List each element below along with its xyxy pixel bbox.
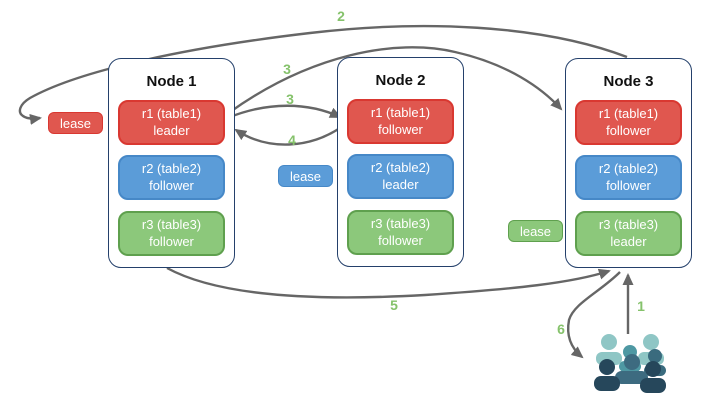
- node-1-replica-r1: r1 (table1) leader: [118, 100, 225, 145]
- arrow-step-5: [166, 266, 611, 299]
- step-label-5: 5: [390, 297, 398, 313]
- users-group-icon: [594, 334, 666, 393]
- replica-label: r3 (table3): [370, 216, 431, 232]
- replica-role: leader: [153, 122, 190, 138]
- replica-role: leader: [610, 233, 647, 249]
- node-2-replica-r3: r3 (table3) follower: [347, 210, 454, 255]
- replica-label: r1 (table1): [141, 106, 202, 122]
- step-label-2: 2: [337, 8, 345, 24]
- replica-label: r2 (table2): [370, 160, 431, 176]
- replica-label: r1 (table1): [598, 106, 659, 122]
- step-label-1: 1: [637, 298, 645, 314]
- step-label-3b: 3: [286, 91, 294, 107]
- node-2-title: Node 2: [375, 72, 426, 89]
- replica-label: r2 (table2): [141, 161, 202, 177]
- node-3: Node 3 r1 (table1) follower r2 (table2) …: [565, 58, 692, 268]
- node-2-replica-r2: r2 (table2) leader: [347, 154, 454, 199]
- replica-role: follower: [378, 121, 423, 137]
- node-1-replica-r2: r2 (table2) follower: [118, 155, 225, 200]
- replica-label: r3 (table3): [141, 217, 202, 233]
- replica-label: r2 (table2): [598, 161, 659, 177]
- lease-badge-table2: lease: [278, 165, 333, 187]
- replica-role: follower: [149, 233, 194, 249]
- replica-label: r3 (table3): [598, 217, 659, 233]
- node-3-replica-r2: r2 (table2) follower: [575, 155, 682, 200]
- node-1: Node 1 r1 (table1) leader r2 (table2) fo…: [108, 58, 235, 268]
- replica-label: r1 (table1): [370, 105, 431, 121]
- step-label-6: 6: [557, 321, 565, 337]
- replica-role: follower: [606, 177, 651, 193]
- replica-role: follower: [149, 177, 194, 193]
- node-1-title: Node 1: [146, 73, 197, 90]
- node-3-replica-r1: r1 (table1) follower: [575, 100, 682, 145]
- arrow-step-6: [567, 271, 621, 359]
- replica-role: follower: [606, 122, 651, 138]
- replica-role: follower: [378, 232, 423, 248]
- step-label-3a: 3: [283, 61, 291, 77]
- node-3-title: Node 3: [603, 73, 654, 90]
- lease-badge-table1: lease: [48, 112, 103, 134]
- node-2-replica-r1: r1 (table1) follower: [347, 99, 454, 144]
- replica-role: leader: [382, 176, 419, 192]
- lease-badge-table3: lease: [508, 220, 563, 242]
- node-1-replica-r3: r3 (table3) follower: [118, 211, 225, 256]
- arrow-step-3-to-node3: [229, 46, 563, 113]
- node-3-replica-r3: r3 (table3) leader: [575, 211, 682, 256]
- node-2: Node 2 r1 (table1) follower r2 (table2) …: [337, 57, 464, 267]
- arrow-step-4: [234, 125, 344, 146]
- step-label-4: 4: [288, 132, 296, 148]
- arrow-step-3-to-node2: [229, 104, 342, 119]
